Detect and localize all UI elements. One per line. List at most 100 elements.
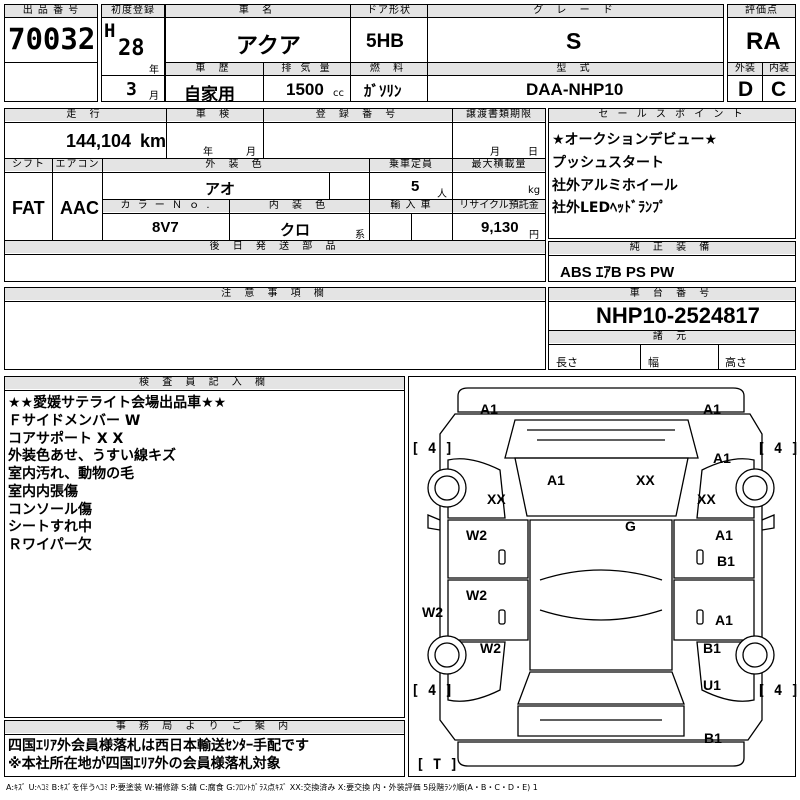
- fuel: ｶﾞｿﾘﾝ: [364, 82, 402, 100]
- length-label: 長さ: [556, 356, 578, 369]
- damage-mark: XX: [697, 491, 716, 507]
- lot-label: 出 品 番 号: [5, 5, 97, 17]
- mileage-label: 走 行: [5, 109, 166, 121]
- history-label: 車 歴: [166, 63, 263, 75]
- capacity-unit: 人: [437, 189, 447, 200]
- inspector-label: 検 査 員 記 入 欄: [5, 377, 404, 389]
- damage-mark: A1: [715, 612, 733, 628]
- inspector-line: ★★愛媛サテライト会場出品車★★: [8, 395, 227, 411]
- score-box: [727, 4, 796, 102]
- legend: A:ｷｽﾞ U:ﾍｺﾐ B:ｷｽﾞを伴うﾍｺﾐ P:要塗装 W:補修跡 S:錆 …: [6, 783, 538, 792]
- inspector-line: Ｒワイパー欠: [8, 537, 92, 553]
- sales-point-item: 社外アルミホイール: [552, 178, 678, 194]
- capacity-label: 乗車定員: [370, 159, 452, 171]
- damage-mark: W2: [422, 604, 443, 620]
- shift: FAT: [12, 198, 45, 218]
- ac-label: エアコン: [53, 159, 102, 171]
- first-reg-month: 3: [126, 79, 137, 100]
- damage-mark: A1: [715, 527, 733, 543]
- sales-point-item: ★オークションデビュー★: [552, 132, 718, 148]
- lot-number: 70032: [8, 22, 96, 56]
- notes-box: [4, 287, 546, 370]
- history: 自家用: [184, 85, 235, 105]
- grade-label: グ レ ー ド: [428, 5, 723, 17]
- later-parts-label: 後 日 発 送 部 品: [5, 241, 545, 253]
- damage-mark: W2: [466, 587, 487, 603]
- damage-mark: A1: [713, 450, 731, 466]
- inspector-line: Ｆサイドメンバー W: [8, 413, 141, 429]
- tire-tread-fr: [ 4 ]: [757, 441, 800, 457]
- spec-box: [4, 108, 546, 241]
- lot-box: [4, 4, 98, 102]
- door-label: ドア形状: [351, 5, 427, 17]
- top-main-box: [165, 4, 724, 102]
- max-load-label: 最大積載量: [453, 159, 545, 171]
- door-type: 5HB: [366, 31, 405, 52]
- exterior-score-label: 外装: [728, 63, 762, 75]
- first-reg-box: [101, 4, 165, 102]
- transfer-day-unit: 日: [528, 147, 538, 158]
- int-color-label: 内 装 色: [230, 200, 369, 212]
- damage-mark: B1: [704, 730, 722, 746]
- notes-label: 注 意 事 項 欄: [5, 288, 545, 300]
- equipment-box: [548, 241, 796, 282]
- int-color: クロ: [280, 221, 311, 239]
- interior-score: C: [771, 78, 787, 101]
- chassis-number: NHP10-2524817: [596, 303, 760, 328]
- damage-mark: XX: [636, 472, 655, 488]
- interior-score-label: 内装: [763, 63, 795, 75]
- import-label: 輸 入 車: [370, 200, 452, 212]
- equipment-label: 純 正 装 備: [549, 242, 795, 254]
- damage-mark: B1: [717, 553, 735, 569]
- damage-mark: A1: [547, 472, 565, 488]
- recycle-label: リサイクル預託金: [453, 200, 545, 212]
- specs-label: 諸 元: [549, 331, 795, 343]
- displacement: 1500: [286, 80, 324, 99]
- month-unit: 月: [149, 91, 159, 102]
- inspection-month-unit: 月: [246, 147, 256, 158]
- recycle-unit: 円: [529, 230, 539, 241]
- model: DAA-NHP10: [526, 80, 624, 99]
- office-box: [4, 720, 405, 777]
- ext-color: アオ: [205, 180, 236, 198]
- car-name: アクア: [236, 34, 301, 59]
- recycle: 9,130: [481, 219, 519, 236]
- car-outline-diagram: [427, 387, 775, 767]
- ext-color-label: 外 装 色: [103, 159, 369, 171]
- sales-points-label: セ ー ル ス ポ イ ン ト: [549, 109, 795, 121]
- office-line: 四国ｴﾘｱ外会員様落札は西日本輸送ｾﾝﾀｰ手配です: [8, 738, 309, 754]
- chassis-label: 車 台 番 号: [549, 288, 795, 300]
- damage-mark: A1: [703, 401, 721, 417]
- inspector-line: 外装色あせ、うすい線キズ: [8, 448, 176, 464]
- tire-tread-rr: [ 4 ]: [757, 683, 800, 699]
- color-no: 8V7: [152, 219, 179, 236]
- car-diagram-box: [408, 376, 796, 777]
- capacity: 5: [411, 178, 420, 195]
- tire-tread-rl: [ 4 ]: [411, 683, 454, 699]
- first-reg-year: 28: [118, 36, 145, 61]
- score-label: 評価点: [728, 5, 795, 17]
- mileage-unit: km: [140, 131, 167, 151]
- shift-label: シフト: [5, 159, 52, 171]
- color-no-label: カ ラ ー Ｎ ｏ .: [103, 200, 229, 212]
- sales-point-item: プッシュスタート: [552, 155, 664, 171]
- inspector-line: 室内汚れ、動物の毛: [8, 466, 135, 482]
- ac: AAC: [60, 198, 99, 218]
- displacement-unit: cc: [333, 88, 344, 99]
- grade: S: [566, 28, 582, 54]
- year-unit: 年: [149, 65, 159, 76]
- spare-tire: [ T ]: [416, 757, 459, 773]
- era-letter: H: [104, 20, 116, 42]
- transfer-label: 譲渡書類期限: [453, 109, 545, 121]
- max-load-unit: kg: [528, 185, 541, 196]
- inspection-year-unit: 年: [203, 147, 213, 158]
- inspector-line: 室内内張傷: [8, 484, 78, 500]
- width-label: 幅: [648, 356, 659, 369]
- tire-tread-fl: [ 4 ]: [411, 441, 454, 457]
- damage-mark: W2: [480, 640, 501, 656]
- damage-mark: G: [625, 518, 636, 534]
- exterior-score: D: [738, 78, 754, 101]
- car-name-label: 車 名: [166, 5, 350, 17]
- reg-no-label: 登 録 番 号: [264, 109, 452, 121]
- inspector-box: [4, 376, 405, 718]
